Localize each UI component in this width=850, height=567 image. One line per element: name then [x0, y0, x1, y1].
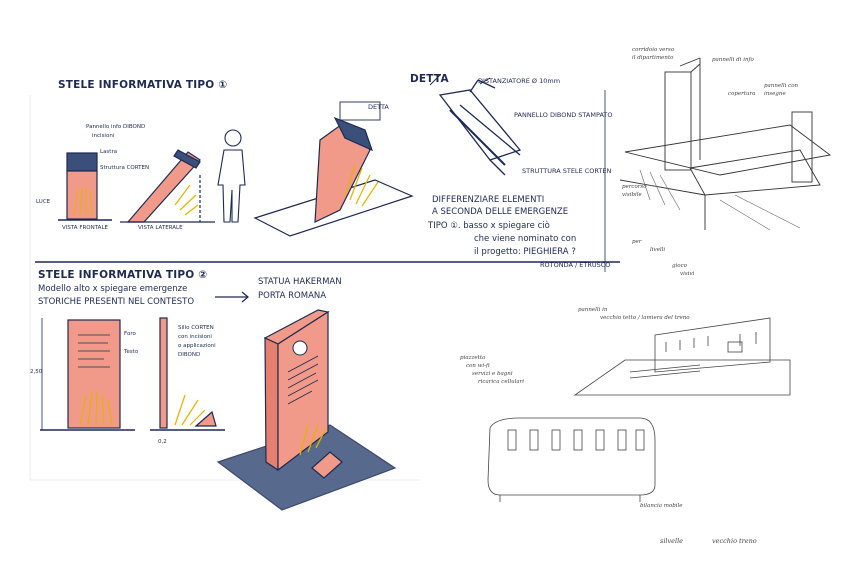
tr-label1: corridoio verso: [632, 47, 675, 53]
tr-label6: insegne: [764, 91, 786, 97]
detail-distanziatore: DISTANZIATORE Ø 10mm: [478, 77, 561, 85]
note-line1: DIFFERENZIARE ELEMENTI: [432, 195, 545, 205]
br-label6: ricarica cellulari: [478, 379, 525, 385]
label-detta-small: DETTA: [368, 103, 389, 111]
stele2-axonometric: [216, 309, 397, 511]
detail-struttura: STRUTTURA STELE CORTEN: [522, 167, 612, 175]
sketch-top-right: [619, 57, 832, 231]
detail-title: DETTA: [410, 73, 449, 85]
label-foro: Foro: [124, 331, 136, 337]
label-side4: DIBOND: [178, 352, 201, 358]
arrow-target2: PORTA ROMANA: [258, 291, 327, 301]
dim-width: 0,2: [158, 439, 167, 445]
tr-label2: il dipartimento: [632, 55, 674, 61]
person-figure: [217, 129, 246, 223]
note-line5: il progetto: PIEGHIERA ?: [474, 247, 576, 257]
dim-height: 2,50: [30, 369, 43, 375]
tr-label4: copertura: [728, 91, 756, 97]
br-label5: servizi e bagni: [472, 371, 513, 377]
section2-title: STELE INFORMATIVA TIPO ②: [38, 269, 208, 281]
arrow: [215, 291, 249, 303]
note-line3: TIPO ①. basso x spiegare ciò: [428, 221, 550, 231]
label-struttura: Struttura CORTEN: [100, 165, 150, 171]
label-vista-frontale: VISTA FRONTALE: [62, 225, 108, 231]
label-testo: Testo: [124, 349, 139, 355]
tr-label3: pannelli di info: [712, 57, 754, 63]
note-line6: ROTONDA / ETRUSCO: [540, 261, 611, 269]
stele2-side: [150, 317, 225, 431]
br-caption2: vecchio treno: [712, 537, 757, 545]
detail-pannello: PANNELLO DIBOND STAMPATO: [514, 111, 613, 119]
br-label7: bilancia mobile: [640, 503, 683, 509]
br-label3: piazzetta: [460, 355, 486, 361]
note-line4: che viene nominato con: [474, 234, 577, 244]
tr-label7: percorso: [622, 184, 647, 190]
br-label2: vecchio tetto / lamiera del treno: [600, 315, 690, 321]
tr-label12: visivi: [680, 271, 695, 277]
tr-label9: per: [632, 239, 642, 245]
section1-title: STELE INFORMATIVA TIPO ①: [58, 79, 228, 91]
label-incisioni: incisioni: [92, 133, 115, 139]
label-vista-laterale: VISTA LATERALE: [138, 225, 183, 231]
stele-side-view: [120, 149, 215, 223]
stele-front-view: [58, 152, 112, 221]
section2-subtitle1: Modello alto x spiegare emergenze: [38, 284, 188, 294]
tr-label8: visibile: [622, 192, 642, 198]
br-label1: pannelli in: [578, 307, 608, 313]
label-pannello: Pannello info DIBOND: [86, 124, 146, 130]
label-side1: Sillo CORTEN: [178, 325, 214, 331]
label-side2: con incisioni: [178, 334, 212, 340]
sketch-bottom-right: [487, 317, 791, 502]
arrow-target1: STATUA HAKERMAN: [258, 277, 342, 287]
stele2-front: [40, 318, 135, 431]
tr-label11: gioco: [672, 263, 687, 269]
note-line2: A SECONDA DELLE EMERGENZE: [432, 207, 569, 217]
tr-label10: livelli: [650, 247, 666, 253]
section2-subtitle2: STORICHE PRESENTI NEL CONTESTO: [38, 297, 195, 307]
br-label4: con wi-fi: [466, 363, 490, 369]
tr-label5: pannelli con: [764, 83, 799, 89]
detail-drawing: [429, 74, 522, 176]
br-caption1: silvelle: [660, 537, 684, 545]
label-lastra: Lastra: [100, 149, 118, 155]
label-side3: o applicazioni: [178, 343, 216, 349]
stele-axonometric: [253, 101, 414, 237]
label-luce: LUCE: [36, 199, 51, 205]
